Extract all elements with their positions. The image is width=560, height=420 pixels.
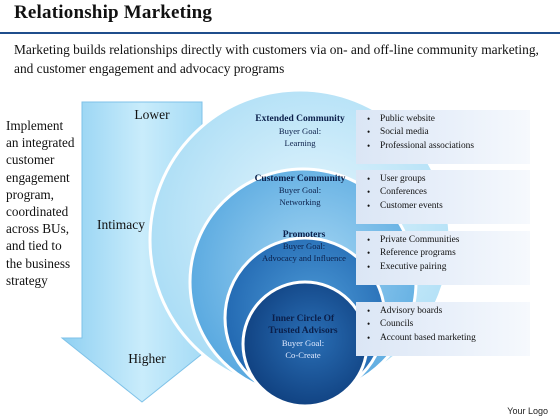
ring-1-title: Extended Community <box>255 114 345 124</box>
bullet-item: Private Communities <box>356 234 530 248</box>
ring-4-goal-label: Buyer Goal: <box>282 338 324 348</box>
bullet-item: Advisory boards <box>356 305 530 319</box>
sidebar-description: Implement an integrated customer engagem… <box>6 118 75 288</box>
ring-2-goal-label: Buyer Goal: <box>279 185 321 195</box>
page-title: Relationship Marketing <box>14 2 213 23</box>
bullet-item: Account based marketing <box>356 332 530 346</box>
panel-inner-circle: Advisory boards Councils Account based m… <box>356 302 530 356</box>
ring-1-goal: Learning <box>284 138 316 148</box>
ring-2-title: Customer Community <box>255 174 346 184</box>
arrow-label-higher: Higher <box>128 351 166 366</box>
bullet-item: Conferences <box>356 186 530 200</box>
panel-extended-community: Public website Social media Professional… <box>356 110 530 164</box>
bullet-item: Customer events <box>356 200 530 214</box>
ring-4-title-line-2: Trusted Advisors <box>268 326 338 336</box>
bullet-item: User groups <box>356 173 530 187</box>
ring-4-title-line-1: Inner Circle Of <box>272 314 335 324</box>
bullet-item: Councils <box>356 318 530 332</box>
bullet-item: Executive pairing <box>356 261 530 275</box>
bullet-item: Public website <box>356 113 530 127</box>
ring-2-goal: Networking <box>279 197 321 207</box>
ring-4-goal: Co-Create <box>285 350 321 360</box>
ring-3-goal-label: Buyer Goal: <box>283 241 325 251</box>
panel-customer-community: User groups Conferences Customer events <box>356 170 530 224</box>
ring-3-title: Promoters <box>283 230 326 240</box>
bullet-item: Reference programs <box>356 247 530 261</box>
arrow-label-lower: Lower <box>134 107 170 122</box>
bullet-item: Social media <box>356 126 530 140</box>
ring-3-goal: Advocacy and Influence <box>262 253 346 263</box>
ring-1-goal-label: Buyer Goal: <box>279 126 321 136</box>
logo-placeholder: Your Logo <box>507 406 548 416</box>
panel-promoters: Private Communities Reference programs E… <box>356 231 530 285</box>
title-divider <box>0 32 560 34</box>
arrow-label-intimacy: Intimacy <box>97 217 145 232</box>
subtitle: Marketing builds relationships directly … <box>14 42 539 76</box>
bullet-item: Professional associations <box>356 140 530 154</box>
